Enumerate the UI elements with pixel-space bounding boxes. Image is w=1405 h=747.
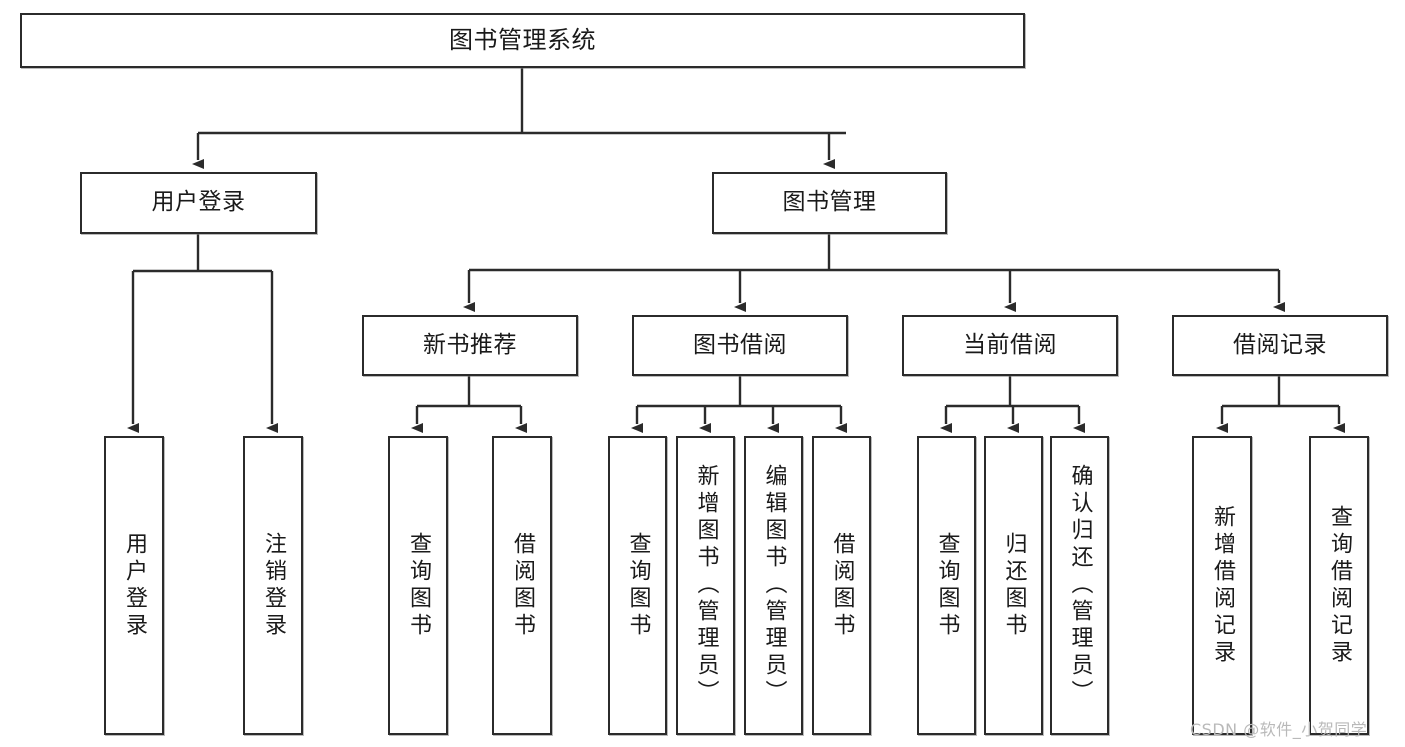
leaf-label: 查询图书 (406, 531, 431, 640)
leaf-label: 查询图书 (934, 531, 960, 640)
leaf-user-login-2[interactable]: 注销登录 (243, 436, 303, 735)
leaf-new-book-recommend-2[interactable]: 借阅图书 (492, 436, 552, 735)
node-root[interactable]: 图书管理系统 (20, 13, 1025, 68)
leaf-new-book-recommend-1[interactable]: 查询图书 (388, 436, 448, 735)
leaf-label: 借阅图书 (510, 531, 535, 640)
node-book-borrow-label: 图书借阅 (693, 331, 787, 358)
leaf-book-borrow-3[interactable]: 编辑图书（管理员） (744, 436, 803, 735)
node-new-book-recommend[interactable]: 新书推荐 (362, 315, 578, 376)
leaf-book-borrow-4[interactable]: 借阅图书 (812, 436, 871, 735)
leaf-current-borrow-3[interactable]: 确认归还（管理员） (1050, 436, 1109, 735)
node-book-borrow[interactable]: 图书借阅 (632, 315, 848, 376)
leaf-label: 编辑图书（管理员） (761, 464, 787, 707)
leaf-user-login-1[interactable]: 用户登录 (104, 436, 164, 735)
leaf-label: 查询图书 (625, 531, 651, 640)
node-borrow-record-label: 借阅记录 (1233, 331, 1327, 358)
leaf-label: 查询借阅记录 (1327, 504, 1352, 667)
leaf-label: 新增借阅记录 (1210, 504, 1235, 667)
leaf-book-borrow-1[interactable]: 查询图书 (608, 436, 667, 735)
node-book-manage-label: 图书管理 (782, 189, 877, 216)
leaf-label: 借阅图书 (829, 531, 855, 640)
node-user-login-label: 用户登录 (151, 189, 246, 216)
leaf-label: 用户登录 (122, 531, 147, 640)
node-user-login[interactable]: 用户登录 (80, 172, 317, 234)
leaf-label: 注销登录 (261, 531, 286, 640)
csdn-watermark: CSDN @软件_小贺同学 (1190, 720, 1368, 739)
leaf-current-borrow-1[interactable]: 查询图书 (917, 436, 976, 735)
leaf-book-borrow-2[interactable]: 新增图书（管理员） (676, 436, 735, 735)
leaf-borrow-record-2[interactable]: 查询借阅记录 (1309, 436, 1369, 735)
node-root-label: 图书管理系统 (449, 26, 596, 55)
node-book-manage[interactable]: 图书管理 (712, 172, 947, 234)
node-new-book-recommend-label: 新书推荐 (423, 331, 517, 358)
leaf-current-borrow-2[interactable]: 归还图书 (984, 436, 1043, 735)
leaf-label: 新增图书（管理员） (693, 464, 719, 707)
leaf-borrow-record-1[interactable]: 新增借阅记录 (1192, 436, 1252, 735)
leaf-label: 确认归还（管理员） (1067, 464, 1093, 707)
leaf-label: 归还图书 (1001, 531, 1027, 640)
node-current-borrow-label: 当前借阅 (963, 331, 1057, 358)
node-borrow-record[interactable]: 借阅记录 (1172, 315, 1388, 376)
node-current-borrow[interactable]: 当前借阅 (902, 315, 1118, 376)
